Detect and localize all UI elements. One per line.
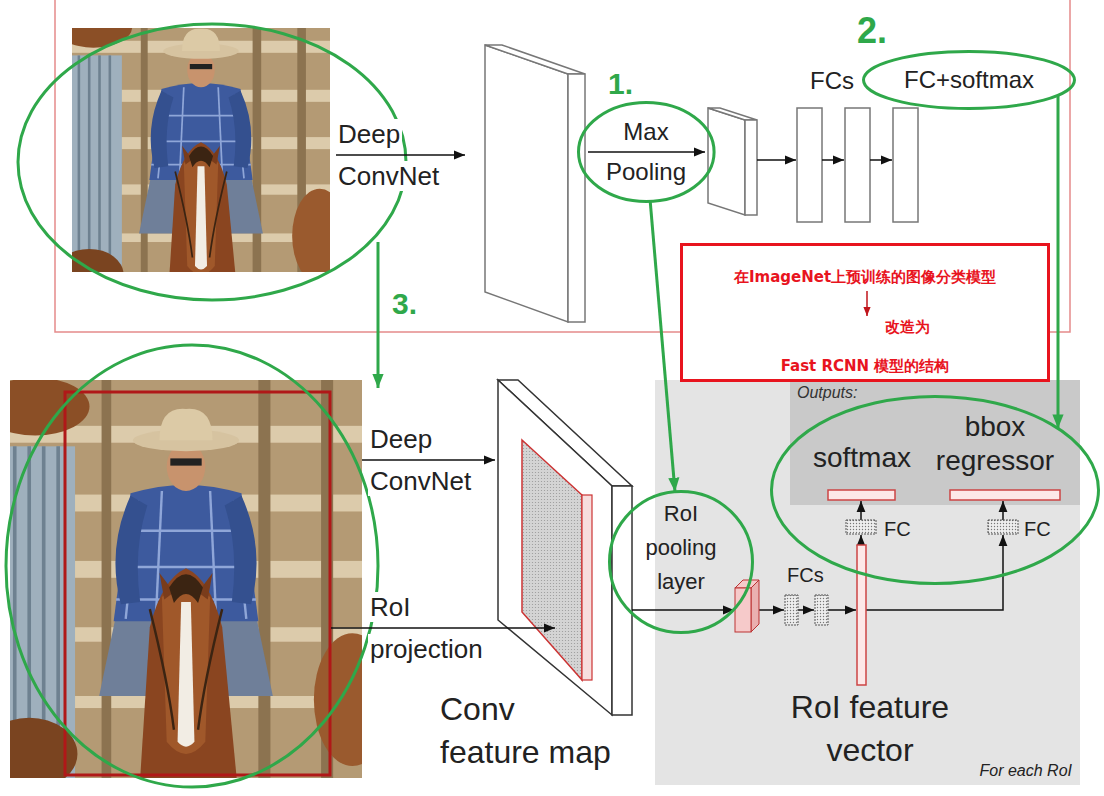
node-text: 在ImageNet上预训练的图像分类模型 <box>683 267 1047 287</box>
panel-ground <box>655 380 1080 785</box>
flow-arrow <box>870 159 892 161</box>
node-text: FCs <box>787 563 824 587</box>
feature-vector <box>828 490 1060 685</box>
node-text: Outputs: <box>797 383 857 403</box>
feature-vector <box>950 490 1060 500</box>
node-text: bbox regressor <box>936 410 1054 478</box>
input-photo <box>0 378 391 790</box>
feature-vector <box>828 490 895 500</box>
outputs-ground <box>790 380 1080 505</box>
node-text: FC+softmax <box>904 66 1034 94</box>
feature-vector <box>857 545 866 685</box>
highlight-ellipse: softmax bbox regressorFC FC <box>770 395 1100 585</box>
feature-map <box>582 495 592 680</box>
roi-pool-output <box>751 580 759 632</box>
feature-map <box>522 440 582 680</box>
flow-arrow <box>588 151 705 153</box>
node-text: softmax <box>813 441 911 475</box>
flow-arrow <box>866 535 1003 610</box>
layer-label-block: Deep ConvNet <box>368 418 473 502</box>
node-text: For each RoI <box>980 761 1072 781</box>
top-panel-outline <box>55 0 1070 332</box>
green-arrow <box>377 242 380 388</box>
connector-arrow <box>650 201 675 491</box>
flow-arrow <box>860 535 862 545</box>
connector-arrow <box>1057 95 1060 428</box>
layer-label: FCs <box>808 67 856 94</box>
layer-label: Conv feature map <box>438 691 613 770</box>
node-text: FC <box>1024 517 1051 541</box>
conv-block <box>485 45 585 74</box>
layer-label-block: RoI projection <box>368 586 485 670</box>
ellipse-outline <box>610 492 753 633</box>
conv-block <box>797 108 822 222</box>
flow-arrow <box>1002 501 1004 520</box>
node-text: RoI feature vector <box>765 686 975 772</box>
callout-number: 2. <box>855 10 889 51</box>
flow-arrow <box>632 609 734 611</box>
flow-arrow <box>860 501 862 520</box>
conv-block <box>745 120 757 215</box>
conv-block <box>568 74 585 322</box>
callout-number-block: 1. <box>606 66 635 102</box>
node-text: RoI pooling layer <box>646 497 717 599</box>
ellipse-outline <box>772 397 1099 584</box>
flow-arrow <box>362 459 495 461</box>
callout-number-block: 3. <box>390 286 419 322</box>
callout-number: 3. <box>390 287 419 320</box>
conv-block <box>893 108 918 222</box>
callout-number-block: 2. <box>855 10 889 52</box>
layer-label: Deep ConvNet <box>336 119 441 191</box>
node-text: Max Pooling <box>606 112 686 192</box>
flow-arrow <box>759 609 784 611</box>
fc-layer <box>988 520 1018 534</box>
layer-label-block: Deep ConvNet <box>336 113 441 197</box>
flow-arrow <box>331 627 555 629</box>
fc-layer <box>785 595 798 625</box>
feature-map <box>498 380 612 715</box>
layer-label: RoI projection <box>368 592 485 664</box>
roi-box <box>65 392 330 775</box>
ellipse-outline <box>770 395 1100 585</box>
callout-arrow <box>866 291 868 316</box>
flow-arrow <box>828 609 856 611</box>
conv-block <box>845 108 870 222</box>
flow-arrow <box>336 154 465 156</box>
layer-label-block: FCs <box>808 66 856 96</box>
conv-block <box>708 108 757 120</box>
highlight-ellipse: RoI pooling layer <box>608 490 754 634</box>
highlight-ellipse <box>6 345 378 787</box>
conv-block <box>485 45 568 322</box>
fc-layer <box>846 520 876 534</box>
ellipse-outline <box>864 52 1075 109</box>
layer-label: Deep ConvNet <box>368 424 473 496</box>
layer-label-block: Conv feature map <box>438 688 616 774</box>
flow-arrow <box>798 609 814 611</box>
callout-number: 1. <box>606 67 635 100</box>
input-photo <box>0 6 391 790</box>
roi-head-panel: FCsRoI feature vectorFor each RoI Outputs… <box>655 380 1080 785</box>
flow-arrow <box>822 159 844 161</box>
callout-ground <box>681 244 1049 381</box>
callout-box: 在ImageNet上预训练的图像分类模型改造为 Fast RCNN 模型的结构 <box>680 243 1050 382</box>
node-text: Fast RCNN 模型的结构 <box>683 356 1047 376</box>
node-text: FC <box>884 517 911 541</box>
ellipse-outline <box>577 101 716 203</box>
highlight-ellipse: Max Pooling <box>577 101 716 203</box>
flow-arrow <box>757 159 796 161</box>
fc-layer <box>815 595 828 625</box>
ellipse-outline <box>578 103 714 202</box>
node-text: 改造为 <box>885 317 930 337</box>
highlight-ellipse: FC+softmax <box>862 50 1076 110</box>
